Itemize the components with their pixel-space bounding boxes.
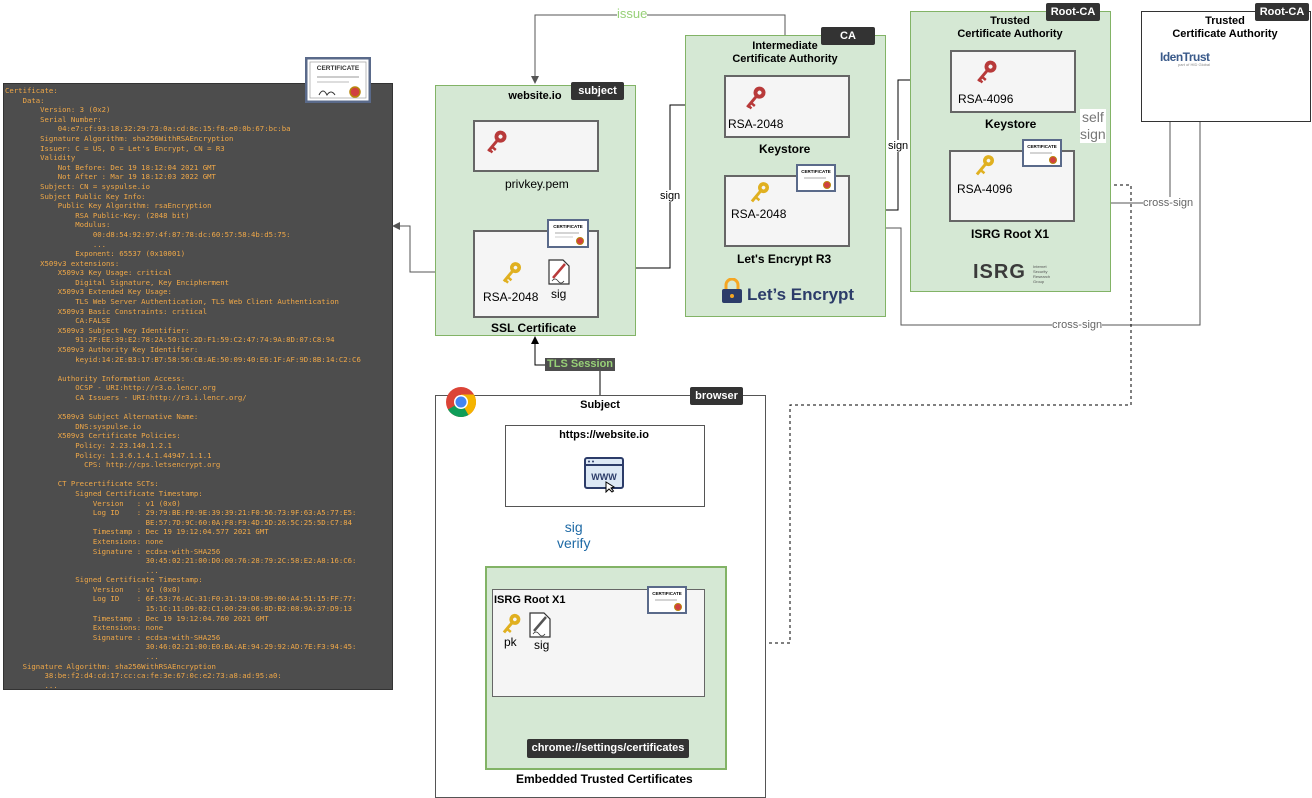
root-ca-tag: Root-CA (1046, 3, 1100, 21)
root-ca-title-line2: Certificate Authority (957, 28, 1063, 40)
self-sign-label: self sign (1080, 109, 1106, 143)
isrg-brand-sub: Internet Security Research Group (1033, 264, 1051, 284)
signature-icon (547, 258, 571, 291)
identrust-brand: IdenTrust (1160, 50, 1210, 64)
r3-cert-label: Let's Encrypt R3 (737, 252, 832, 266)
tls-session-label: TLS Session (545, 358, 616, 371)
certificate-text: Certificate: Data: Version: 3 (0x2) Seri… (5, 86, 361, 690)
root-private-key-icon (974, 58, 998, 91)
trusted-certificate-badge-icon: CERTIFICATE (647, 586, 687, 619)
trusted-sig-label: sig (534, 638, 550, 652)
chrome-settings-link[interactable]: chrome://settings/certificates (527, 739, 689, 758)
identrust-title: Trusted Certificate Authority (1145, 15, 1305, 41)
identrust-title-line2: Certificate Authority (1172, 28, 1278, 40)
identrust-tag: Root-CA (1255, 3, 1309, 21)
issue-edge (531, 14, 786, 84)
root-keystore-label: Keystore (985, 117, 1037, 131)
browser-title: Subject (580, 399, 620, 411)
trusted-public-key-icon (500, 612, 522, 641)
letsencrypt-logo (718, 277, 746, 309)
trust-link-edge (705, 184, 1132, 644)
sig-verify-line2: verify (557, 535, 591, 551)
subject-tag: subject (571, 82, 624, 100)
issue-label: issue (617, 6, 648, 21)
certificate-text-panel: Certificate: Data: Version: 3 (0x2) Seri… (3, 83, 393, 690)
identrust-title-line1: Trusted (1205, 15, 1245, 27)
www-text: WWW (591, 472, 617, 482)
isrg-certificate-badge-icon: CERTIFICATE (1022, 139, 1062, 172)
ca-private-key-icon (743, 84, 767, 117)
website-title: website.io (508, 90, 562, 102)
isrg-public-key-icon (973, 153, 995, 184)
root-keystore-key-label: RSA-4096 (958, 92, 1014, 106)
cross-sign-label-2: cross-sign (1052, 319, 1103, 331)
sig-verify-label: sig verify (557, 519, 591, 551)
r3-certificate-badge-icon: CERTIFICATE (796, 164, 836, 197)
svg-text:CERTIFICATE: CERTIFICATE (652, 591, 681, 596)
ca-title-line2: Certificate Authority (732, 53, 838, 65)
ca-keystore-box (724, 75, 850, 138)
ca-keystore-label: Keystore (759, 142, 811, 156)
ssl-certificate-badge-icon: CERTIFICATE (547, 219, 589, 253)
ssl-key-label: RSA-2048 (483, 290, 539, 304)
identrust-brand-sub: part of HID Global (1178, 62, 1211, 67)
root-ca-title-line1: Trusted (990, 15, 1030, 27)
identrust-container (1141, 11, 1311, 122)
isrg-cert-label: ISRG Root X1 (971, 227, 1050, 241)
trusted-signature-icon (528, 611, 552, 644)
ca-title: Intermediate Certificate Authority (705, 40, 865, 66)
svg-text:CERTIFICATE: CERTIFICATE (317, 65, 360, 72)
chrome-icon (445, 386, 477, 423)
svg-text:CERTIFICATE: CERTIFICATE (553, 224, 582, 229)
root-sign-label: sign (888, 140, 909, 152)
svg-text:CERTIFICATE: CERTIFICATE (1027, 144, 1056, 149)
sig-verify-line1: sig (564, 519, 583, 535)
certificate-icon: CERTIFICATE (304, 56, 372, 108)
privkey-label: privkey.pem (505, 177, 569, 191)
browser-tag: browser (690, 387, 743, 405)
web-browser-icon: WWW (584, 457, 626, 498)
r3-public-key-icon (748, 180, 770, 211)
private-key-icon (484, 128, 508, 161)
self-sign-label-line1: self (1081, 109, 1104, 125)
root-keystore-box (950, 50, 1076, 113)
self-sign-label-line2: sign (1080, 126, 1106, 142)
letsencrypt-brand: Let’s Encrypt (747, 285, 855, 304)
trusted-pk-label: pk (504, 635, 517, 649)
ca-sign-label: sign (660, 190, 681, 202)
isrg-brand: ISRG (973, 261, 1026, 283)
ssl-sig-label: sig (551, 287, 567, 301)
root-ca-title: Trusted Certificate Authority (930, 15, 1090, 41)
isrg-key-label: RSA-4096 (957, 182, 1013, 196)
ca-keystore-key-label: RSA-2048 (728, 117, 784, 131)
r3-key-label: RSA-2048 (731, 207, 787, 221)
ca-tag: CA (821, 27, 875, 45)
ca-title-line1: Intermediate (752, 40, 818, 52)
trusted-isrg-title: ISRG Root X1 (494, 594, 566, 606)
ssl-certificate-label: SSL Certificate (491, 321, 577, 335)
svg-text:CERTIFICATE: CERTIFICATE (801, 169, 830, 174)
website-url: https://website.io (559, 429, 649, 441)
public-key-icon (500, 260, 522, 291)
embedded-trusted-label: Embedded Trusted Certificates (516, 772, 693, 786)
cross-sign-label-1: cross-sign (1143, 197, 1194, 209)
